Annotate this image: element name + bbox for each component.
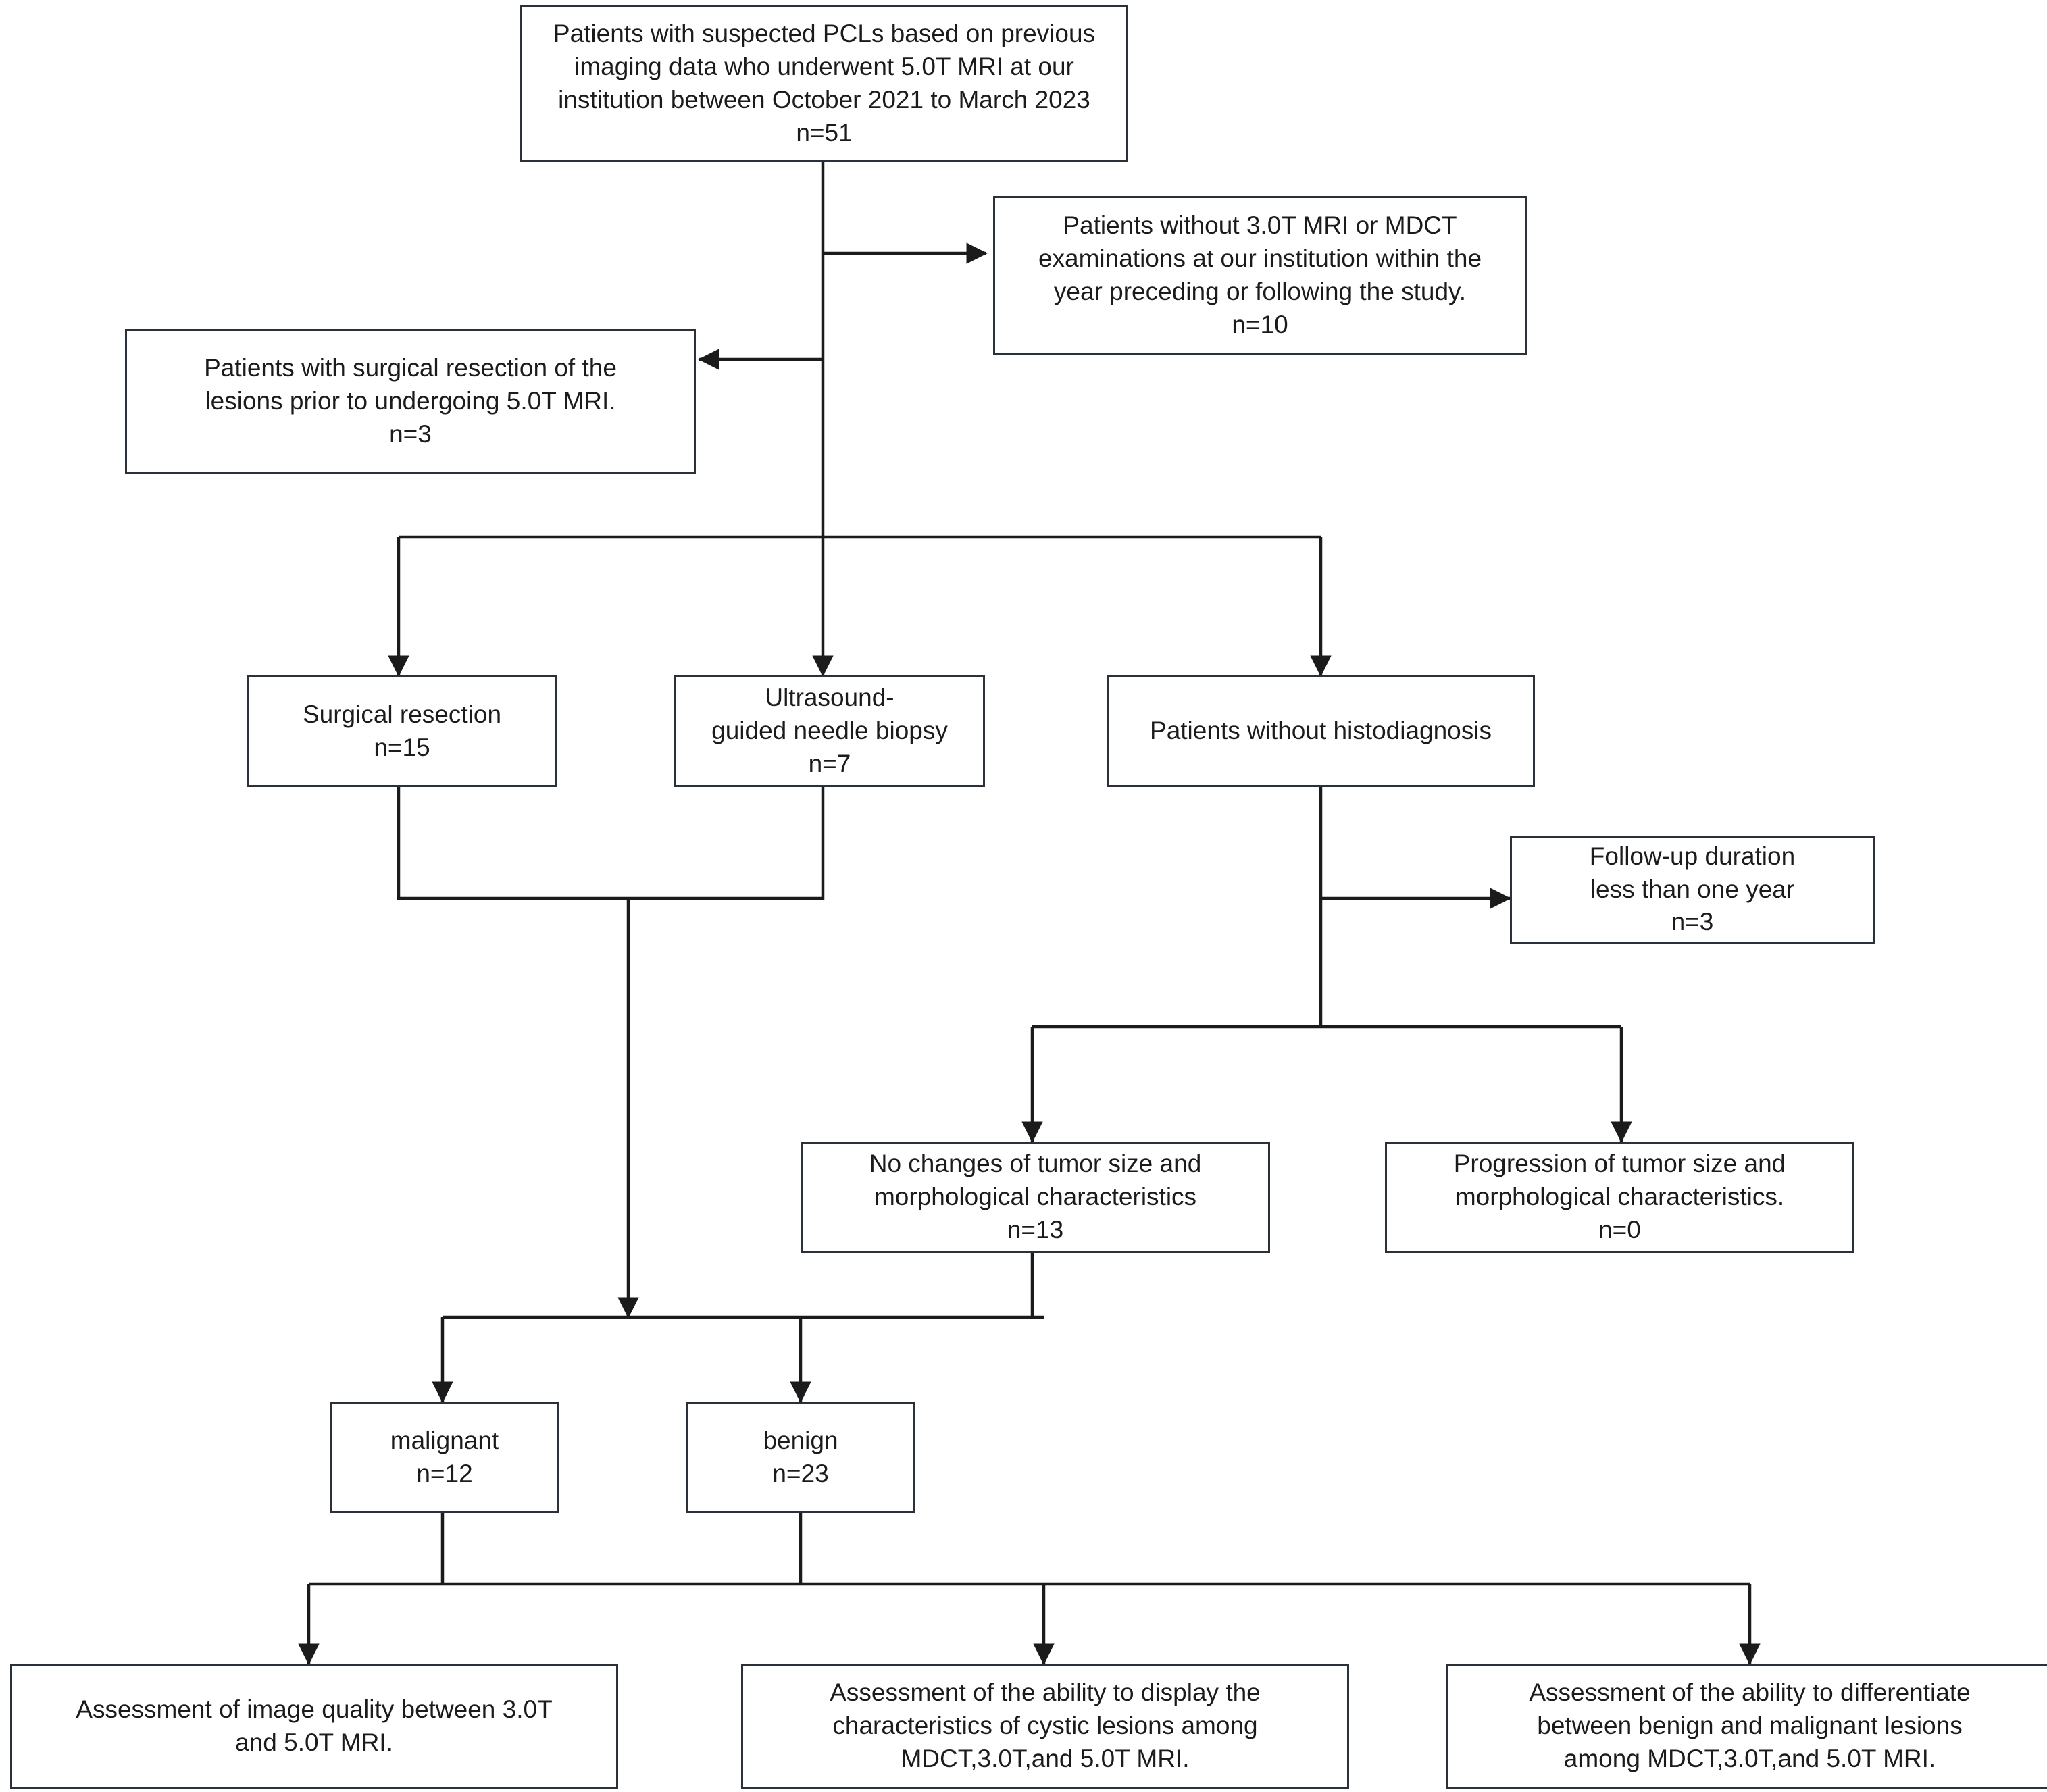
- node-excluded-short-followup-text: Follow-up duration less than one year n=…: [1521, 840, 1863, 939]
- node-malignant[interactable]: malignant n=12: [330, 1402, 559, 1513]
- text-line: morphological characteristics: [874, 1183, 1197, 1211]
- node-outcome-cystic-display-text: Assessment of the ability to display the…: [753, 1676, 1338, 1775]
- text-line: year preceding or following the study.: [1053, 278, 1467, 305]
- node-enrolled[interactable]: Patients with suspected PCLs based on pr…: [520, 5, 1128, 162]
- node-no-histodiagnosis[interactable]: Patients without histodiagnosis: [1107, 675, 1535, 787]
- text-line: examinations at our institution within t…: [1038, 245, 1482, 273]
- text-line: Assessment of the ability to differentia…: [1529, 1679, 1971, 1707]
- node-outcome-image-quality-text: Assessment of image quality between 3.0T…: [22, 1693, 607, 1760]
- text-line: Patients with suspected PCLs based on pr…: [553, 20, 1096, 48]
- text-line: and 5.0T MRI.: [235, 1728, 393, 1756]
- text-line: MDCT,3.0T,and 5.0T MRI.: [901, 1744, 1190, 1772]
- node-no-histodiagnosis-text: Patients without histodiagnosis: [1118, 715, 1523, 748]
- connector-merge-surgical: [397, 787, 628, 900]
- text-line: guided needle biopsy: [711, 717, 948, 745]
- text-line: n=0: [1598, 1215, 1641, 1244]
- text-line: Assessment of the ability to display the: [830, 1679, 1261, 1707]
- node-enrolled-text: Patients with suspected PCLs based on pr…: [532, 18, 1117, 149]
- node-surgical-resection[interactable]: Surgical resection n=15: [247, 675, 557, 787]
- node-needle-biopsy-text: Ultrasound- guided needle biopsy n=7: [686, 682, 974, 780]
- node-surgical-resection-text: Surgical resection n=15: [258, 698, 546, 765]
- text-line: characteristics of cystic lesions among: [832, 1712, 1258, 1740]
- text-line: n=7: [808, 749, 851, 777]
- text-line: No changes of tumor size and: [869, 1150, 1202, 1178]
- text-line: Patients without histodiagnosis: [1150, 717, 1492, 745]
- text-line: malignant: [390, 1426, 499, 1454]
- node-excluded-short-followup[interactable]: Follow-up duration less than one year n=…: [1510, 836, 1875, 944]
- text-line: morphological characteristics.: [1455, 1183, 1785, 1211]
- node-outcome-differentiate-text: Assessment of the ability to differentia…: [1457, 1676, 2042, 1775]
- text-line: lesions prior to undergoing 5.0T MRI.: [205, 387, 616, 415]
- node-needle-biopsy[interactable]: Ultrasound- guided needle biopsy n=7: [674, 675, 985, 787]
- text-line: Patients with surgical resection of the: [204, 354, 617, 382]
- node-excluded-prior-resection[interactable]: Patients with surgical resection of the …: [125, 329, 696, 474]
- text-line: less than one year: [1590, 875, 1795, 903]
- text-line: n=51: [796, 118, 853, 147]
- node-malignant-text: malignant n=12: [341, 1425, 548, 1491]
- text-line: n=12: [416, 1459, 473, 1487]
- text-line: Progression of tumor size and: [1453, 1150, 1786, 1178]
- text-line: n=3: [389, 419, 432, 448]
- text-line: imaging data who underwent 5.0T MRI at o…: [574, 53, 1074, 81]
- text-line: n=15: [374, 733, 430, 761]
- text-line: n=13: [1007, 1215, 1064, 1244]
- node-outcome-differentiate[interactable]: Assessment of the ability to differentia…: [1446, 1664, 2047, 1789]
- text-line: between benign and malignant lesions: [1537, 1712, 1963, 1740]
- node-outcome-image-quality[interactable]: Assessment of image quality between 3.0T…: [10, 1664, 618, 1789]
- text-line: Follow-up duration: [1589, 842, 1796, 870]
- node-excluded-no-comparator-text: Patients without 3.0T MRI or MDCT examin…: [1005, 209, 1515, 341]
- text-line: benign: [763, 1426, 838, 1454]
- text-line: institution between October 2021 to Marc…: [558, 86, 1090, 113]
- node-progression-text: Progression of tumor size and morphologi…: [1396, 1148, 1843, 1246]
- node-benign-text: benign n=23: [697, 1425, 904, 1491]
- text-line: n=23: [772, 1459, 829, 1487]
- text-line: among MDCT,3.0T,and 5.0T MRI.: [1563, 1744, 1936, 1772]
- node-benign[interactable]: benign n=23: [686, 1402, 915, 1513]
- node-no-change-text: No changes of tumor size and morphologic…: [812, 1148, 1259, 1246]
- node-outcome-cystic-display[interactable]: Assessment of the ability to display the…: [741, 1664, 1349, 1789]
- node-progression[interactable]: Progression of tumor size and morphologi…: [1385, 1142, 1854, 1253]
- text-line: Surgical resection: [302, 700, 502, 728]
- text-line: Patients without 3.0T MRI or MDCT: [1063, 211, 1457, 240]
- connector-merge-biopsy: [628, 787, 825, 900]
- node-excluded-no-comparator[interactable]: Patients without 3.0T MRI or MDCT examin…: [993, 196, 1527, 355]
- text-line: Assessment of image quality between 3.0T: [76, 1695, 553, 1723]
- node-excluded-prior-resection-text: Patients with surgical resection of the …: [136, 352, 684, 451]
- node-no-change[interactable]: No changes of tumor size and morphologic…: [801, 1142, 1270, 1253]
- text-line: n=3: [1671, 908, 1714, 936]
- text-line: n=10: [1232, 310, 1288, 338]
- text-line: Ultrasound-: [765, 684, 894, 712]
